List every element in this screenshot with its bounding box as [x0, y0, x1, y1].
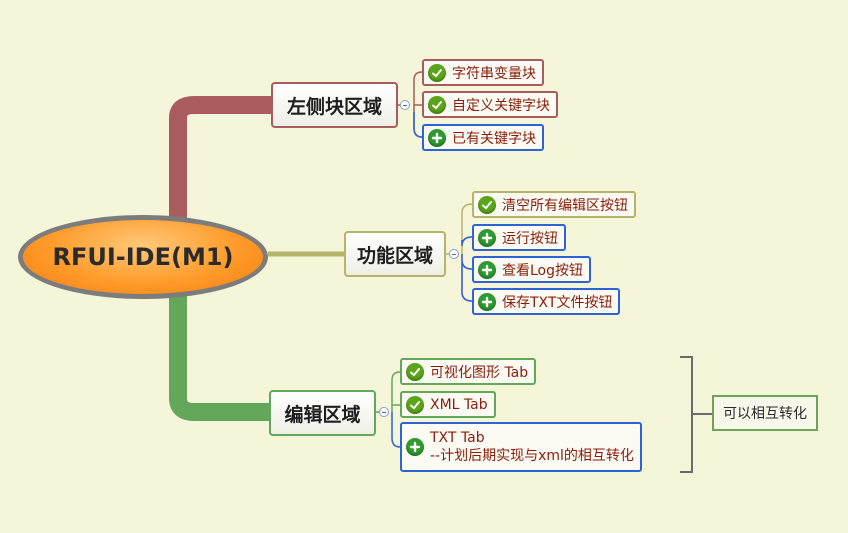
- leaf-run-button[interactable]: 运行按钮: [472, 224, 566, 251]
- check-icon: [478, 195, 496, 214]
- leaf-txt-tab[interactable]: TXT Tab --计划后期实现与xml的相互转化: [400, 422, 642, 472]
- check-icon: [428, 95, 446, 114]
- link-left-block-todo: [413, 112, 423, 138]
- leaf-label: 运行按钮: [502, 230, 558, 247]
- summary-bracket: [680, 356, 712, 473]
- collapse-toggle-left-block[interactable]: [400, 100, 410, 110]
- leaf-label: XML Tab: [430, 396, 488, 413]
- leaf-label: 已有关键字块: [452, 130, 536, 147]
- collapse-toggle-edit[interactable]: [379, 407, 389, 417]
- leaf-label: 可视化图形 Tab: [430, 364, 529, 381]
- link-function-todo: [461, 236, 473, 302]
- summary-label: 可以相互转化: [723, 406, 807, 422]
- branch-label: 功能区域: [356, 244, 433, 267]
- link-edit-todo: [391, 412, 401, 448]
- leaf-label: 查看Log按钮: [502, 262, 584, 279]
- root-node[interactable]: RFUI-IDE(M1): [18, 215, 268, 299]
- branch-label: 编辑区域: [284, 403, 361, 426]
- collapse-toggle-function[interactable]: [449, 249, 459, 259]
- leaf-label: 清空所有编辑区按钮: [502, 197, 628, 214]
- trunk-edit: [169, 290, 270, 421]
- leaf-label: 保存TXT文件按钮: [502, 294, 613, 311]
- leaf-visual-graph-tab[interactable]: 可视化图形 Tab: [400, 358, 537, 385]
- plus-icon: [478, 260, 496, 279]
- check-icon: [406, 395, 424, 414]
- root-label: RFUI-IDE(M1): [52, 243, 234, 271]
- branch-label: 左侧块区域: [286, 95, 382, 118]
- check-icon: [406, 362, 424, 381]
- plus-icon: [478, 292, 496, 311]
- leaf-label: 字符串变量块: [452, 65, 536, 82]
- leaf-label: 自定义关键字块: [452, 97, 550, 114]
- leaf-custom-keyword-block[interactable]: 自定义关键字块: [422, 91, 558, 118]
- check-icon: [428, 63, 446, 82]
- leaf-clear-edit-area-button[interactable]: 清空所有编辑区按钮: [472, 191, 636, 218]
- link-edit: [376, 371, 401, 413]
- branch-left-block[interactable]: 左侧块区域: [271, 82, 398, 128]
- leaf-sublabel: --计划后期实现与xml的相互转化: [430, 448, 634, 464]
- summary-note[interactable]: 可以相互转化: [712, 395, 818, 431]
- leaf-label: TXT Tab: [430, 430, 485, 446]
- plus-icon: [428, 128, 446, 147]
- plus-icon: [406, 438, 424, 456]
- leaf-save-txt-button[interactable]: 保存TXT文件按钮: [472, 288, 621, 315]
- branch-edit-area[interactable]: 编辑区域: [269, 390, 376, 436]
- leaf-view-log-button[interactable]: 查看Log按钮: [472, 256, 592, 283]
- leaf-string-variable-block[interactable]: 字符串变量块: [422, 59, 544, 86]
- leaf-xml-tab[interactable]: XML Tab: [400, 391, 496, 418]
- leaf-existing-keyword-block[interactable]: 已有关键字块: [422, 124, 544, 151]
- branch-function-area[interactable]: 功能区域: [344, 231, 446, 277]
- trunk-left-block: [169, 96, 272, 232]
- plus-icon: [478, 228, 496, 247]
